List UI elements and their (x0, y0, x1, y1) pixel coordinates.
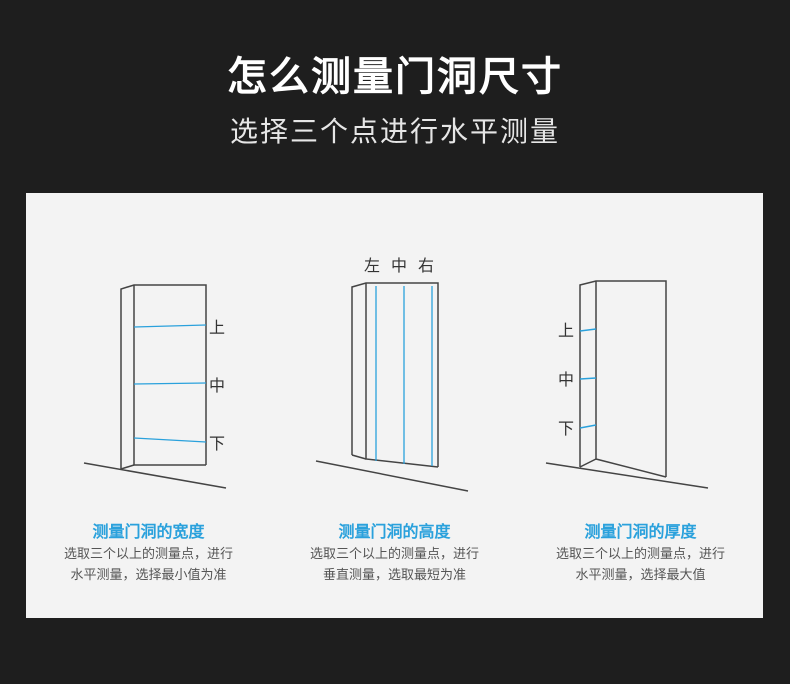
door-thickness-diagram: 上 中 下 (545, 280, 709, 489)
door-height-diagram: 左 中 右 (315, 256, 469, 492)
label-middle: 中 (558, 370, 574, 389)
card-width: 上 中 下 测量门洞的宽度 选取三个以上的测量点，进行 水平测量，选择最小值为准 (26, 193, 271, 618)
label-middle: 中 (209, 376, 225, 395)
label-bottom: 下 (558, 419, 574, 438)
label-top: 上 (558, 321, 574, 340)
label-bottom: 下 (209, 434, 225, 453)
card-thickness: 上 中 下 测量门洞的厚度 选取三个以上的测量点，进行 水平测量，选择最大值 (518, 193, 763, 618)
card-title: 测量门洞的高度 (338, 522, 451, 541)
card-description: 选取三个以上的测量点，进行 水平测量，选择最小值为准 (63, 547, 233, 583)
card-description: 选取三个以上的测量点，进行 水平测量，选择最大值 (555, 547, 725, 583)
label-middle: 中 (391, 256, 407, 275)
label-top: 上 (209, 318, 225, 337)
door-width-diagram: 上 中 下 (83, 284, 227, 489)
card-height: 左 中 右 测量门洞的高度 选取三个以上的测量点，进行 垂直测量，选取最短为准 (272, 193, 517, 618)
page-subtitle: 选择三个点进行水平测量 (229, 115, 560, 148)
label-right: 右 (418, 256, 434, 275)
label-left: 左 (364, 256, 380, 275)
card-title: 测量门洞的宽度 (92, 522, 205, 541)
card-title: 测量门洞的厚度 (584, 522, 697, 541)
card-description: 选取三个以上的测量点，进行 垂直测量，选取最短为准 (309, 547, 479, 583)
header: 怎么测量门洞尺寸 选择三个点进行水平测量 (0, 0, 790, 190)
illustration-panel: 上 中 下 测量门洞的宽度 选取三个以上的测量点，进行 水平测量，选择最小值为准… (26, 193, 763, 618)
page-title: 怎么测量门洞尺寸 (227, 54, 563, 100)
